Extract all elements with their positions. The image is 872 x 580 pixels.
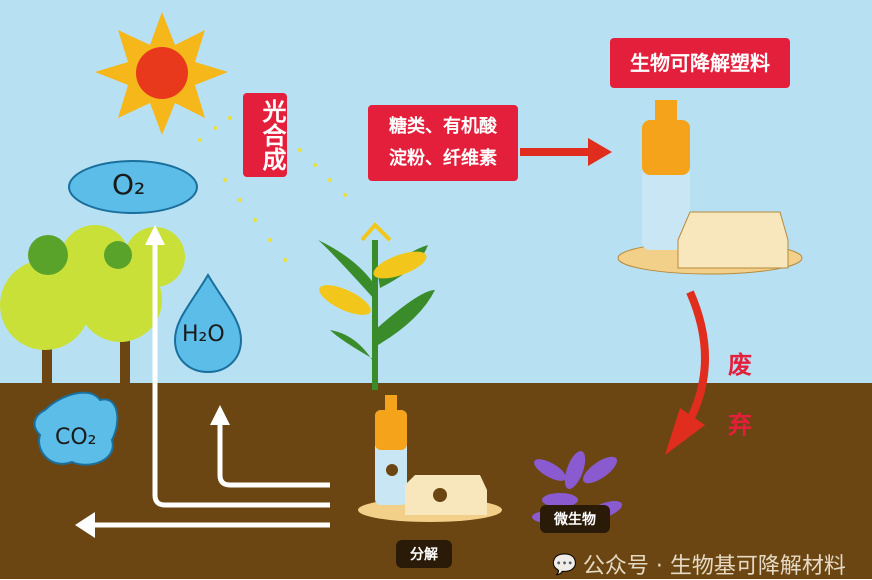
watermark: 💬 公众号 · 生物基可降解材料 (552, 548, 846, 580)
discard-label-1: 废 (728, 351, 752, 379)
arrow-heads (75, 225, 230, 538)
corn-plant (318, 222, 435, 390)
wechat-icon: 💬 (552, 552, 577, 576)
discard-arrow-head (665, 408, 705, 455)
products-line-2: 淀粉、纤维素 (389, 148, 497, 169)
watermark-text: 公众号 · 生物基可降解材料 (582, 554, 846, 579)
co2-label: CO₂ (55, 425, 97, 450)
bioplastic-label: 生物可降解塑料 (610, 38, 790, 88)
arrow-right (520, 138, 612, 166)
sun-icon (95, 12, 228, 135)
cycle-arrows (85, 235, 330, 528)
o2-bubble (68, 160, 198, 214)
o2-label: O₂ (112, 168, 146, 201)
products-line-1: 糖类、有机酸 (389, 116, 497, 137)
decompose-label: 分解 (396, 540, 452, 568)
bioplastic-products (617, 100, 803, 275)
buried-products (358, 395, 502, 522)
co2-cloud (33, 391, 119, 466)
photosynthesis-label: 光合成 (243, 93, 287, 177)
discard-arrow (686, 290, 709, 422)
products-box: 糖类、有机酸 淀粉、纤维素 (368, 105, 518, 181)
microbe-label: 微生物 (540, 505, 610, 533)
trees (0, 225, 185, 385)
discard-label-2: 弃 (728, 411, 752, 439)
h2o-drop (173, 273, 243, 374)
light-rays (198, 116, 347, 262)
h2o-label: H₂O (182, 322, 225, 347)
